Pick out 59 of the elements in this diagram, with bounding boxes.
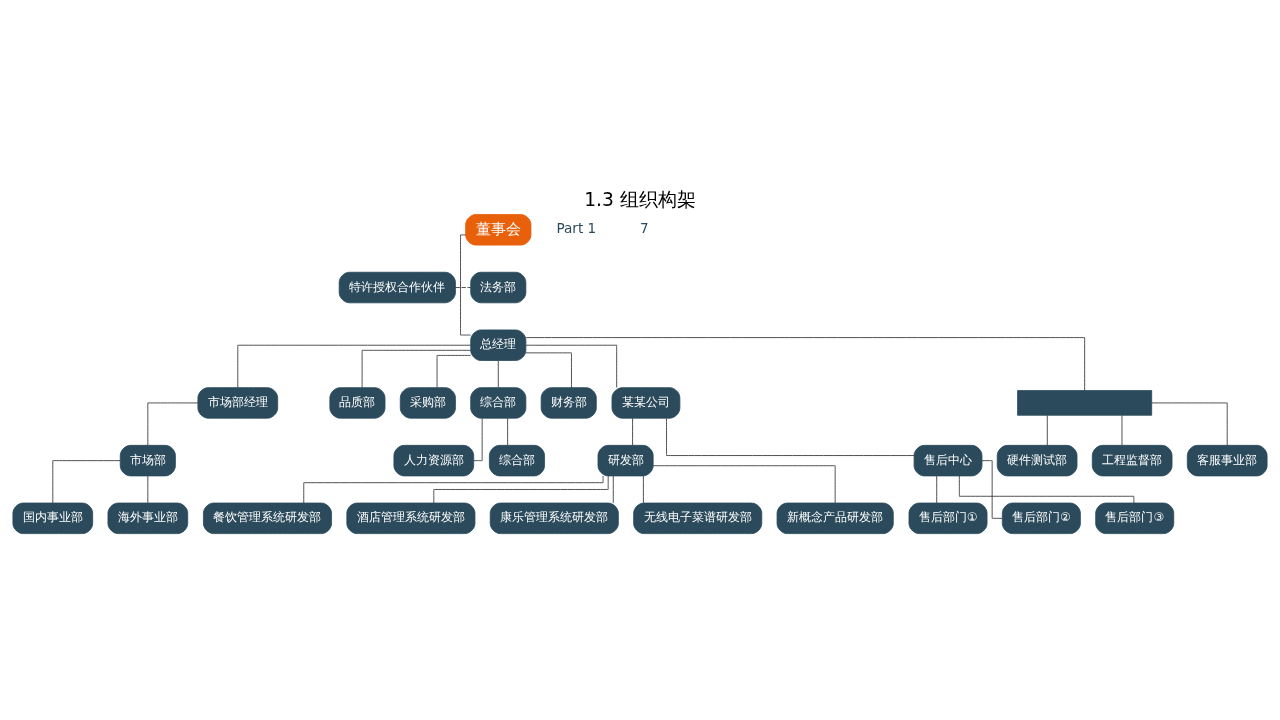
node-box: 市场部 <box>119 444 176 476</box>
node-box: 海外事业部 <box>107 502 189 534</box>
node-box: 董事会 <box>465 213 532 246</box>
node-box: 品质部 <box>329 386 386 419</box>
node-box: 工程监督部 <box>1091 444 1173 476</box>
connector <box>958 475 1135 503</box>
connector <box>525 351 572 388</box>
connector <box>497 359 499 388</box>
connector <box>1121 414 1123 446</box>
connector <box>507 417 509 446</box>
connector <box>525 344 618 388</box>
node-box: 硬件测试部 <box>996 444 1078 476</box>
connector <box>612 475 614 503</box>
connector <box>936 475 938 503</box>
node-box: 新概念产品研发部 <box>776 502 894 534</box>
node-box: 无线电子菜谱研发部 <box>633 502 763 534</box>
node-box: 售后中心 <box>913 444 983 476</box>
connector <box>436 354 471 388</box>
connector <box>433 475 609 503</box>
connector <box>981 459 1003 519</box>
connector <box>361 349 471 388</box>
connector <box>147 402 199 446</box>
connector <box>652 464 836 503</box>
node-box: 售后部门① <box>908 502 988 534</box>
connector <box>147 475 149 503</box>
node-box: 综合部 <box>488 444 545 476</box>
node-box: 研发部 <box>597 444 654 476</box>
node-box: 财务部 <box>540 386 597 419</box>
node-box: 某某公司 <box>611 386 681 419</box>
connector <box>460 234 471 335</box>
connector <box>303 475 604 503</box>
node-box: 客服事业部 <box>1186 444 1268 476</box>
node-box: 综合部 <box>470 386 527 419</box>
node-box: 康乐管理系统研发部 <box>489 502 619 534</box>
connector <box>1046 414 1048 446</box>
connector <box>632 417 633 446</box>
connector <box>455 286 472 288</box>
node-box: 人力资源部 <box>393 444 475 476</box>
connector <box>52 459 121 503</box>
node-box: 总经理 <box>470 329 527 361</box>
connector <box>237 344 472 388</box>
node-box: 采购部 <box>399 386 456 419</box>
node-box: 售后部门② <box>1001 502 1081 534</box>
connector <box>666 417 915 456</box>
node-box: 法务部 <box>470 271 527 303</box>
label: Part 1 <box>556 219 597 236</box>
diagram-title: 1.3 组织构架 <box>584 188 696 210</box>
connector <box>642 475 644 503</box>
node-box: 酒店管理系统研发部 <box>346 502 476 534</box>
node-box <box>1017 389 1153 416</box>
connector <box>1151 402 1228 446</box>
label: 7 <box>639 219 649 236</box>
node-box: 国内事业部 <box>12 502 94 534</box>
node-box: 餐饮管理系统研发部 <box>203 502 332 534</box>
node-box: 售后部门③ <box>1095 502 1175 534</box>
node-box: 市场部经理 <box>197 386 279 419</box>
connector <box>525 336 1086 391</box>
connector <box>473 417 483 461</box>
node-box: 特许授权合作伙伴 <box>338 271 456 303</box>
